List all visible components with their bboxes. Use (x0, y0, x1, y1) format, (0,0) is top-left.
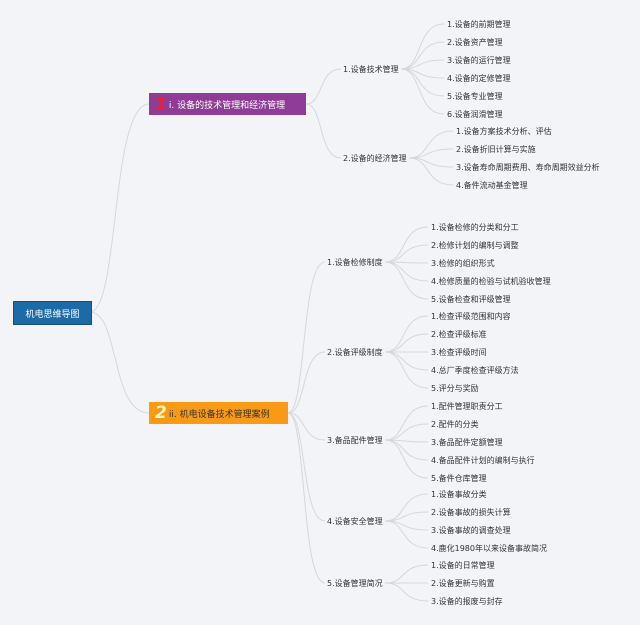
connector-line (287, 412, 326, 441)
connector-line (408, 130, 454, 159)
connector-line (384, 351, 429, 371)
leaf-node[interactable]: 3.设备寿命周期费用、寿命周期效益分析 (456, 163, 600, 172)
connector-line (287, 351, 326, 414)
connector-line (287, 261, 326, 414)
connector-line (384, 493, 429, 522)
leaf-node[interactable]: 5.备件仓库管理 (431, 474, 487, 483)
connector-line (408, 157, 454, 186)
connector-line (384, 439, 429, 479)
connector-line (400, 41, 445, 70)
branch-label-1: i. 设备的技术管理和经济管理 (168, 100, 286, 111)
connector-line (305, 103, 342, 159)
connector-line (89, 311, 150, 414)
leaf-node[interactable]: 4.备品配件计划的编制与执行 (431, 456, 535, 465)
leaf-node[interactable]: 3.检修的组织形式 (431, 259, 495, 268)
leaf-node[interactable]: 5.设备专业管理 (447, 92, 503, 101)
connector-line (89, 103, 150, 313)
leaf-node[interactable]: 5.评分与奖励 (431, 384, 479, 393)
leaf-node[interactable]: 2.配件的分类 (431, 420, 479, 429)
sub-node[interactable]: 2.设备的经济管理 (343, 154, 407, 163)
branch-number-2: 2 (155, 402, 167, 423)
leaf-node[interactable]: 4.总厂季度检查评级方法 (431, 366, 519, 375)
leaf-node[interactable]: 1.配件管理职责分工 (431, 402, 503, 411)
leaf-node[interactable]: 3.设备事故的调查处理 (431, 526, 511, 535)
connector-line (305, 68, 342, 105)
connector-line (400, 68, 445, 115)
sub-node[interactable]: 1.设备检修制度 (327, 258, 383, 267)
leaf-node[interactable]: 4.备件流动基金管理 (456, 181, 528, 190)
sub-node[interactable]: 3.备品配件管理 (327, 436, 383, 445)
leaf-node[interactable]: 4.设备的定修管理 (447, 74, 511, 83)
branch-node-1[interactable]: 1 i. 设备的技术管理和经济管理 (149, 93, 306, 115)
leaf-node[interactable]: 2.设备更新与购置 (431, 579, 495, 588)
connector-line (384, 226, 429, 263)
branch-label-2: ii. 机电设备技术管理案例 (168, 409, 270, 420)
leaf-node[interactable]: 1.设备方案技术分析、评估 (456, 127, 552, 136)
leaf-node[interactable]: 3.设备的运行管理 (447, 56, 511, 65)
connector-line (384, 582, 429, 602)
leaf-node[interactable]: 1.设备检修的分类和分工 (431, 223, 519, 232)
leaf-node[interactable]: 1.检查评级范围和内容 (431, 312, 511, 321)
sub-node[interactable]: 5.设备管理简况 (327, 579, 383, 588)
root-node[interactable]: 机电思维导图 (13, 301, 92, 325)
leaf-node[interactable]: 6.设备润滑管理 (447, 110, 503, 119)
leaf-node[interactable]: 2.检查评级标准 (431, 330, 487, 339)
leaf-node[interactable]: 1.设备的前期管理 (447, 20, 511, 29)
leaf-node[interactable]: 5.设备检查和评级管理 (431, 295, 511, 304)
connector-line (384, 333, 429, 353)
leaf-node[interactable]: 3.检查评级时间 (431, 348, 487, 357)
connector-line (287, 412, 326, 522)
leaf-node[interactable]: 2.检修计划的编制与调整 (431, 241, 519, 250)
connector-line (400, 23, 445, 70)
leaf-node[interactable]: 2.设备折旧计算与实施 (456, 145, 536, 154)
connector-line (384, 564, 429, 584)
leaf-node[interactable]: 1.设备事故分类 (431, 490, 487, 499)
connector-line (384, 351, 429, 389)
connector-line (384, 244, 429, 263)
sub-node[interactable]: 2.设备评级制度 (327, 348, 383, 357)
connector-line (384, 439, 429, 461)
leaf-node[interactable]: 3.设备的报废与封存 (431, 597, 503, 606)
sub-node[interactable]: 4.设备安全管理 (327, 517, 383, 526)
sub-node[interactable]: 1.设备技术管理 (343, 65, 399, 74)
connector-line (384, 520, 429, 549)
connector-line (384, 423, 429, 441)
leaf-node[interactable]: 4.检修质量的检验与试机验收管理 (431, 277, 551, 286)
connector-line (384, 261, 429, 300)
branch-number-1: 1 (155, 93, 167, 114)
connector-line (287, 412, 326, 584)
connector-line (400, 68, 445, 97)
leaf-node[interactable]: 2.设备事故的损失计算 (431, 508, 511, 517)
leaf-node[interactable]: 3.备品配件定额管理 (431, 438, 503, 447)
connector-line (384, 261, 429, 282)
connector-line (384, 405, 429, 441)
leaf-node[interactable]: 2.设备资产管理 (447, 38, 503, 47)
leaf-node[interactable]: 1.设备的日常管理 (431, 561, 495, 570)
leaf-node[interactable]: 4.鹿化1980年以来设备事故简况 (431, 544, 547, 553)
branch-node-2[interactable]: 2 ii. 机电设备技术管理案例 (149, 402, 288, 424)
